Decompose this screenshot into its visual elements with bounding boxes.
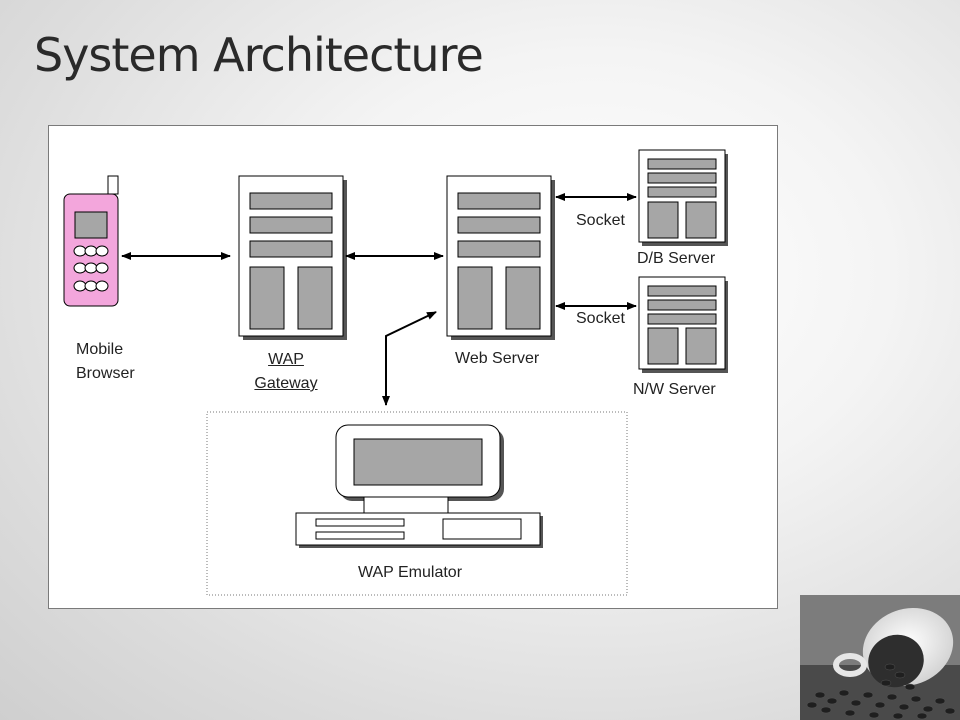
- slide-title: System Architecture: [34, 28, 484, 82]
- nw-server-label: N/W Server: [633, 381, 716, 398]
- mobile-browser-label-line2: Browser: [76, 365, 135, 382]
- db-server-icon: [638, 149, 728, 246]
- wap-emulator-label: WAP Emulator: [358, 564, 463, 581]
- mobile-phone-icon: [63, 175, 119, 307]
- connectors: [121, 193, 637, 406]
- wap-gateway-server-icon: [238, 175, 347, 340]
- web-server-icon: [446, 175, 555, 340]
- emulator-dotted-box: [206, 411, 628, 596]
- wap-gateway-label-line1: WAP: [268, 351, 304, 368]
- coffee-cup-with-beans-icon: [800, 595, 960, 720]
- mobile-browser-label-line1: Mobile: [76, 341, 124, 358]
- emulator-webserver-arrow: [382, 311, 437, 406]
- db-server-label: D/B Server: [637, 250, 716, 267]
- nw-server-icon: [638, 276, 728, 373]
- computer-icon: [295, 424, 543, 548]
- socket-nw-label: Socket: [576, 310, 625, 327]
- coffee-cup-photo: [800, 595, 960, 720]
- wap-gateway-label-line2: Gateway: [254, 375, 318, 392]
- socket-db-label: Socket: [576, 212, 625, 229]
- web-server-label: Web Server: [455, 350, 540, 367]
